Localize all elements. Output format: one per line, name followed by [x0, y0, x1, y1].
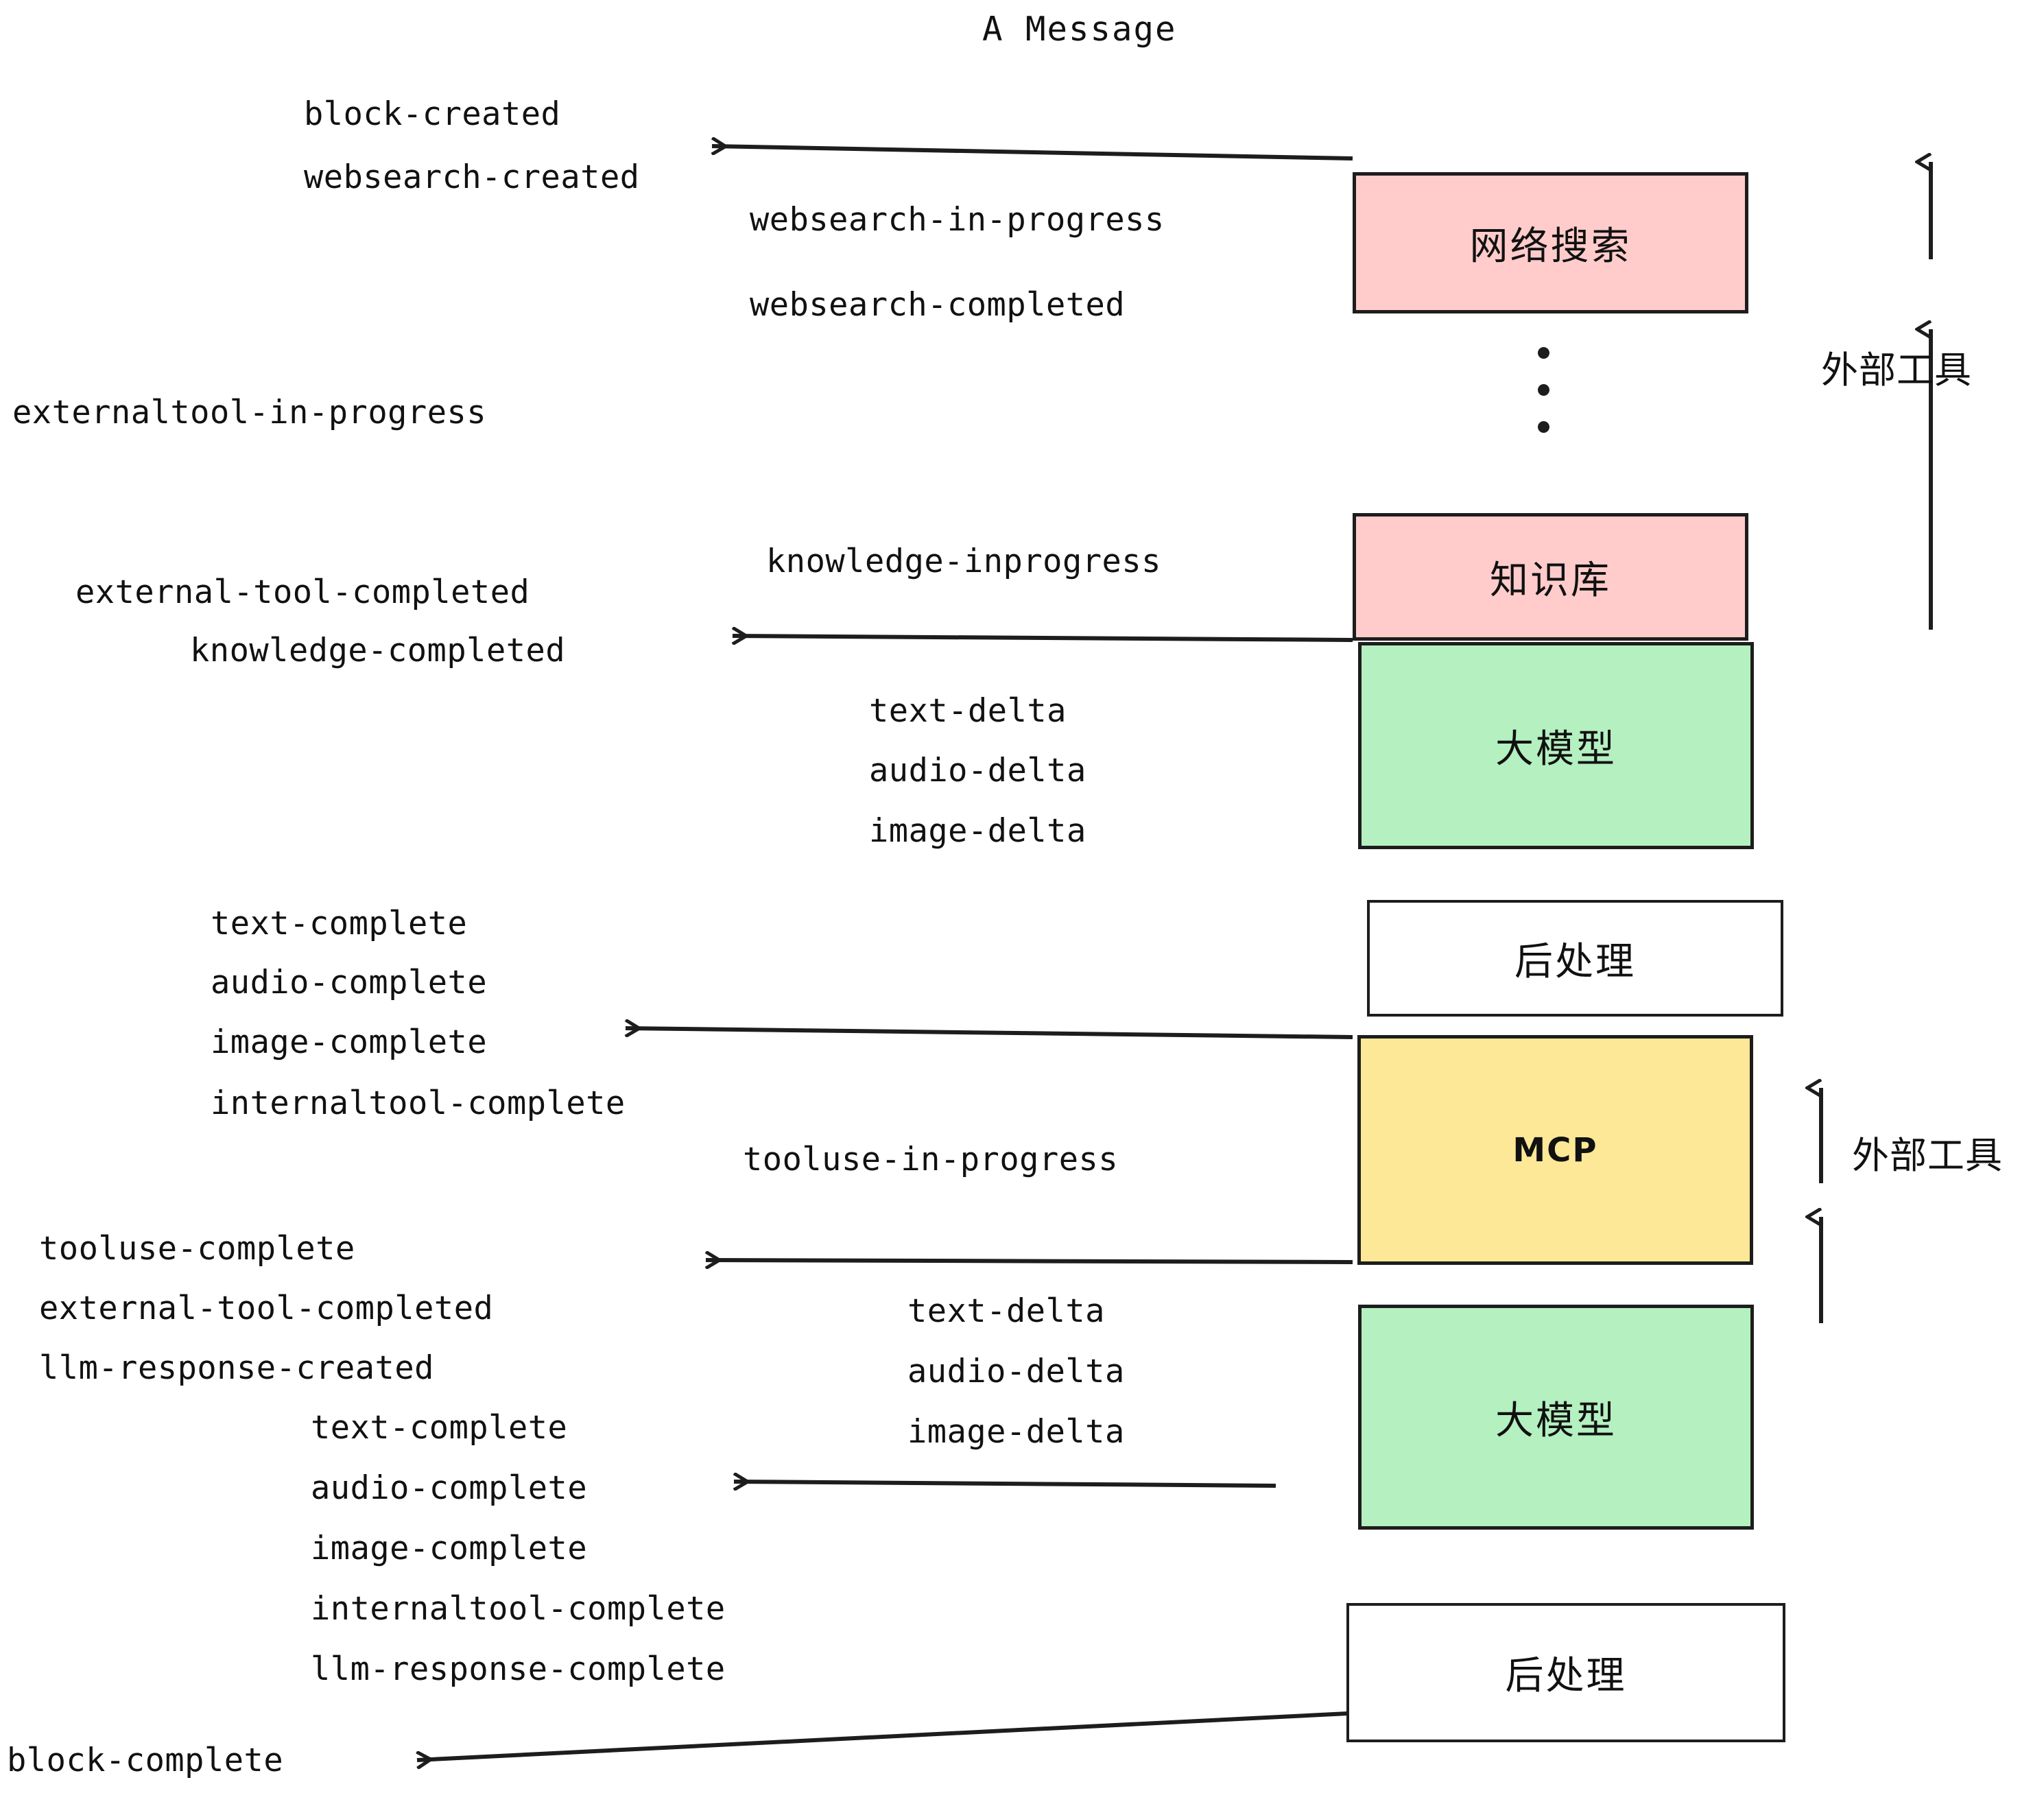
stage-box-llm-2[interactable]: 大模型: [1358, 1305, 1754, 1530]
event-websearch-created: websearch-created: [304, 158, 640, 196]
event-text-complete-2: text-complete: [311, 1409, 568, 1447]
event-audio-delta-1: audio-delta: [869, 752, 1086, 790]
side-label-external-tool-top: 外部工具: [1821, 348, 1972, 392]
stage-box-label: 后处理: [1505, 1654, 1627, 1698]
event-internaltool-complete-2: internaltool-complete: [311, 1590, 726, 1628]
arrow-llm-to-audiocomplete: [734, 1482, 1276, 1486]
page-title: A Message: [982, 10, 1177, 49]
stage-box-label: 网络搜索: [1469, 224, 1632, 269]
event-audio-complete-2: audio-complete: [311, 1469, 588, 1507]
arrow-postprocess-to-blockcomplete: [417, 1711, 1362, 1760]
event-text-delta-2: text-delta: [907, 1292, 1105, 1330]
stage-box-label: 大模型: [1495, 1398, 1617, 1443]
event-external-tool-completed-2: external-tool-completed: [39, 1290, 494, 1327]
side-label-external-tool-bottom: 外部工具: [1852, 1134, 2003, 1177]
event-external-tool-completed-1: external-tool-completed: [75, 573, 530, 611]
stage-box-knowledge[interactable]: 知识库: [1353, 513, 1748, 641]
stage-box-postprocess-2[interactable]: 后处理: [1346, 1603, 1785, 1742]
event-tooluse-in-progress: tooluse-in-progress: [743, 1141, 1119, 1178]
event-knowledge-completed: knowledge-completed: [190, 632, 566, 669]
stage-box-label: 后处理: [1514, 939, 1636, 984]
stage-box-label: 知识库: [1490, 558, 1611, 603]
event-audio-complete-1: audio-complete: [211, 964, 488, 1001]
event-websearch-completed: websearch-completed: [750, 286, 1126, 324]
event-audio-delta-2: audio-delta: [907, 1353, 1125, 1390]
stage-box-label: MCP: [1512, 1130, 1598, 1170]
event-image-delta-2: image-delta: [907, 1413, 1125, 1451]
event-externaltool-in-progress: externaltool-in-progress: [12, 394, 487, 431]
arrow-websearch-to-blockcreated: [712, 146, 1353, 161]
event-text-delta-1: text-delta: [869, 692, 1067, 730]
stage-box-llm-1[interactable]: 大模型: [1358, 642, 1754, 849]
event-image-complete-1: image-complete: [211, 1023, 488, 1061]
arrow-postprocess-to-imagecomplete: [626, 1028, 1353, 1039]
stage-box-websearch[interactable]: 网络搜索: [1353, 172, 1748, 313]
stage-box-label: 大模型: [1495, 726, 1617, 772]
stage-box-postprocess-1[interactable]: 后处理: [1367, 900, 1783, 1017]
event-block-complete: block-complete: [7, 1742, 284, 1779]
event-image-complete-2: image-complete: [311, 1530, 588, 1567]
event-llm-response-created: llm-response-created: [39, 1349, 434, 1387]
stage-box-mcp[interactable]: MCP: [1357, 1035, 1753, 1265]
arrow-knowledge-to-completed: [733, 636, 1353, 640]
event-image-delta-1: image-delta: [869, 812, 1086, 850]
event-text-complete-1: text-complete: [211, 905, 468, 942]
event-websearch-in-progress: websearch-in-progress: [750, 201, 1165, 239]
event-llm-response-complete: llm-response-complete: [311, 1650, 726, 1688]
event-block-created: block-created: [304, 95, 561, 133]
event-internaltool-complete-1: internaltool-complete: [211, 1084, 626, 1122]
event-tooluse-complete: tooluse-complete: [39, 1230, 355, 1268]
event-knowledge-inprogress: knowledge-inprogress: [766, 543, 1161, 580]
ellipsis-dots: [1538, 347, 1549, 458]
arrow-mcp-to-toolusecomplete: [706, 1260, 1353, 1262]
